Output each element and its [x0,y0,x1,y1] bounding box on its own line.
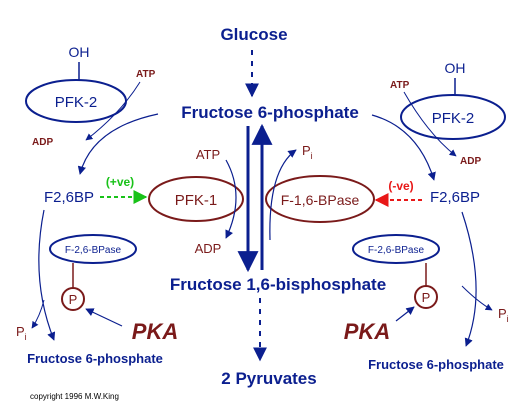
left-fbpase2-ellipse [49,234,137,264]
f16bp-label: Fructose 1,6-bisphosphate [170,275,386,294]
right-inhibition-label: (-ve) [388,179,413,193]
left-f26bp-label: F2,6BP [44,189,94,206]
left-pi-release-curve [31,299,45,329]
copyright-text: copyright 1996 M.W.King [30,392,119,401]
left-pka-label: PKA [132,319,178,344]
right-fbpase2-label: F-2,6-BPase [368,245,425,256]
fbpase1-ellipse [265,175,375,223]
right-f26bp-to-f6p-arrow [461,211,477,347]
pfk1-label: PFK-1 [175,192,218,209]
right-atp-label: ATP [390,80,410,91]
right-phosphate-label: P [422,290,431,305]
pyruvates-label: 2 Pyruvates [221,369,316,388]
right-adp-label: ADP [460,156,481,167]
pi-release-curve [269,149,297,241]
left-atp-adp-curve [85,81,141,141]
right-fbpase2-ellipse [352,234,440,264]
pfk1-ellipse [148,176,244,222]
right-atp-adp-curve [403,91,457,157]
center-pi-label: Pi [302,143,313,161]
right-f26bp-label: F2,6BP [430,189,480,206]
left-f6p-to-f26bp-arrow [77,113,159,175]
left-adp-label: ADP [32,137,53,148]
left-phosphate-label: P [69,292,78,307]
right-pfk2-ellipse [400,94,506,140]
right-pka-label: PKA [344,319,390,344]
right-product-label: Fructose 6-phosphate [368,357,504,372]
left-product-label: Fructose 6-phosphate [27,351,163,366]
right-phosphate-circle [414,285,438,309]
center-atp-label: ATP [196,147,220,162]
left-phosphate-circle [61,287,85,311]
fbpase1-label: F-1,6-BPase [281,192,360,208]
left-pfk2-label: PFK-2 [55,94,98,111]
center-adp-label: ADP [195,241,222,256]
left-pka-arrow [85,308,123,327]
right-pi-label: Pi [498,306,509,324]
left-atp-label: ATP [136,69,156,80]
left-pi-label: Pi [16,324,27,342]
left-fbpase2-label: F-2,6-BPase [65,245,122,256]
right-pka-arrow [395,306,415,322]
left-oh-label: OH [69,44,90,60]
atp-adp-curve [225,159,237,239]
f6p-label: Fructose 6-phosphate [181,103,359,122]
left-activation-label: (+ve) [106,175,134,189]
glucose-label: Glucose [220,25,287,44]
right-f6p-to-f26bp-arrow [371,114,436,181]
right-pfk2-label: PFK-2 [432,110,475,127]
right-pi-release-curve [461,285,493,311]
right-oh-label: OH [445,60,466,76]
left-f26bp-to-f6p-arrow [38,209,56,341]
